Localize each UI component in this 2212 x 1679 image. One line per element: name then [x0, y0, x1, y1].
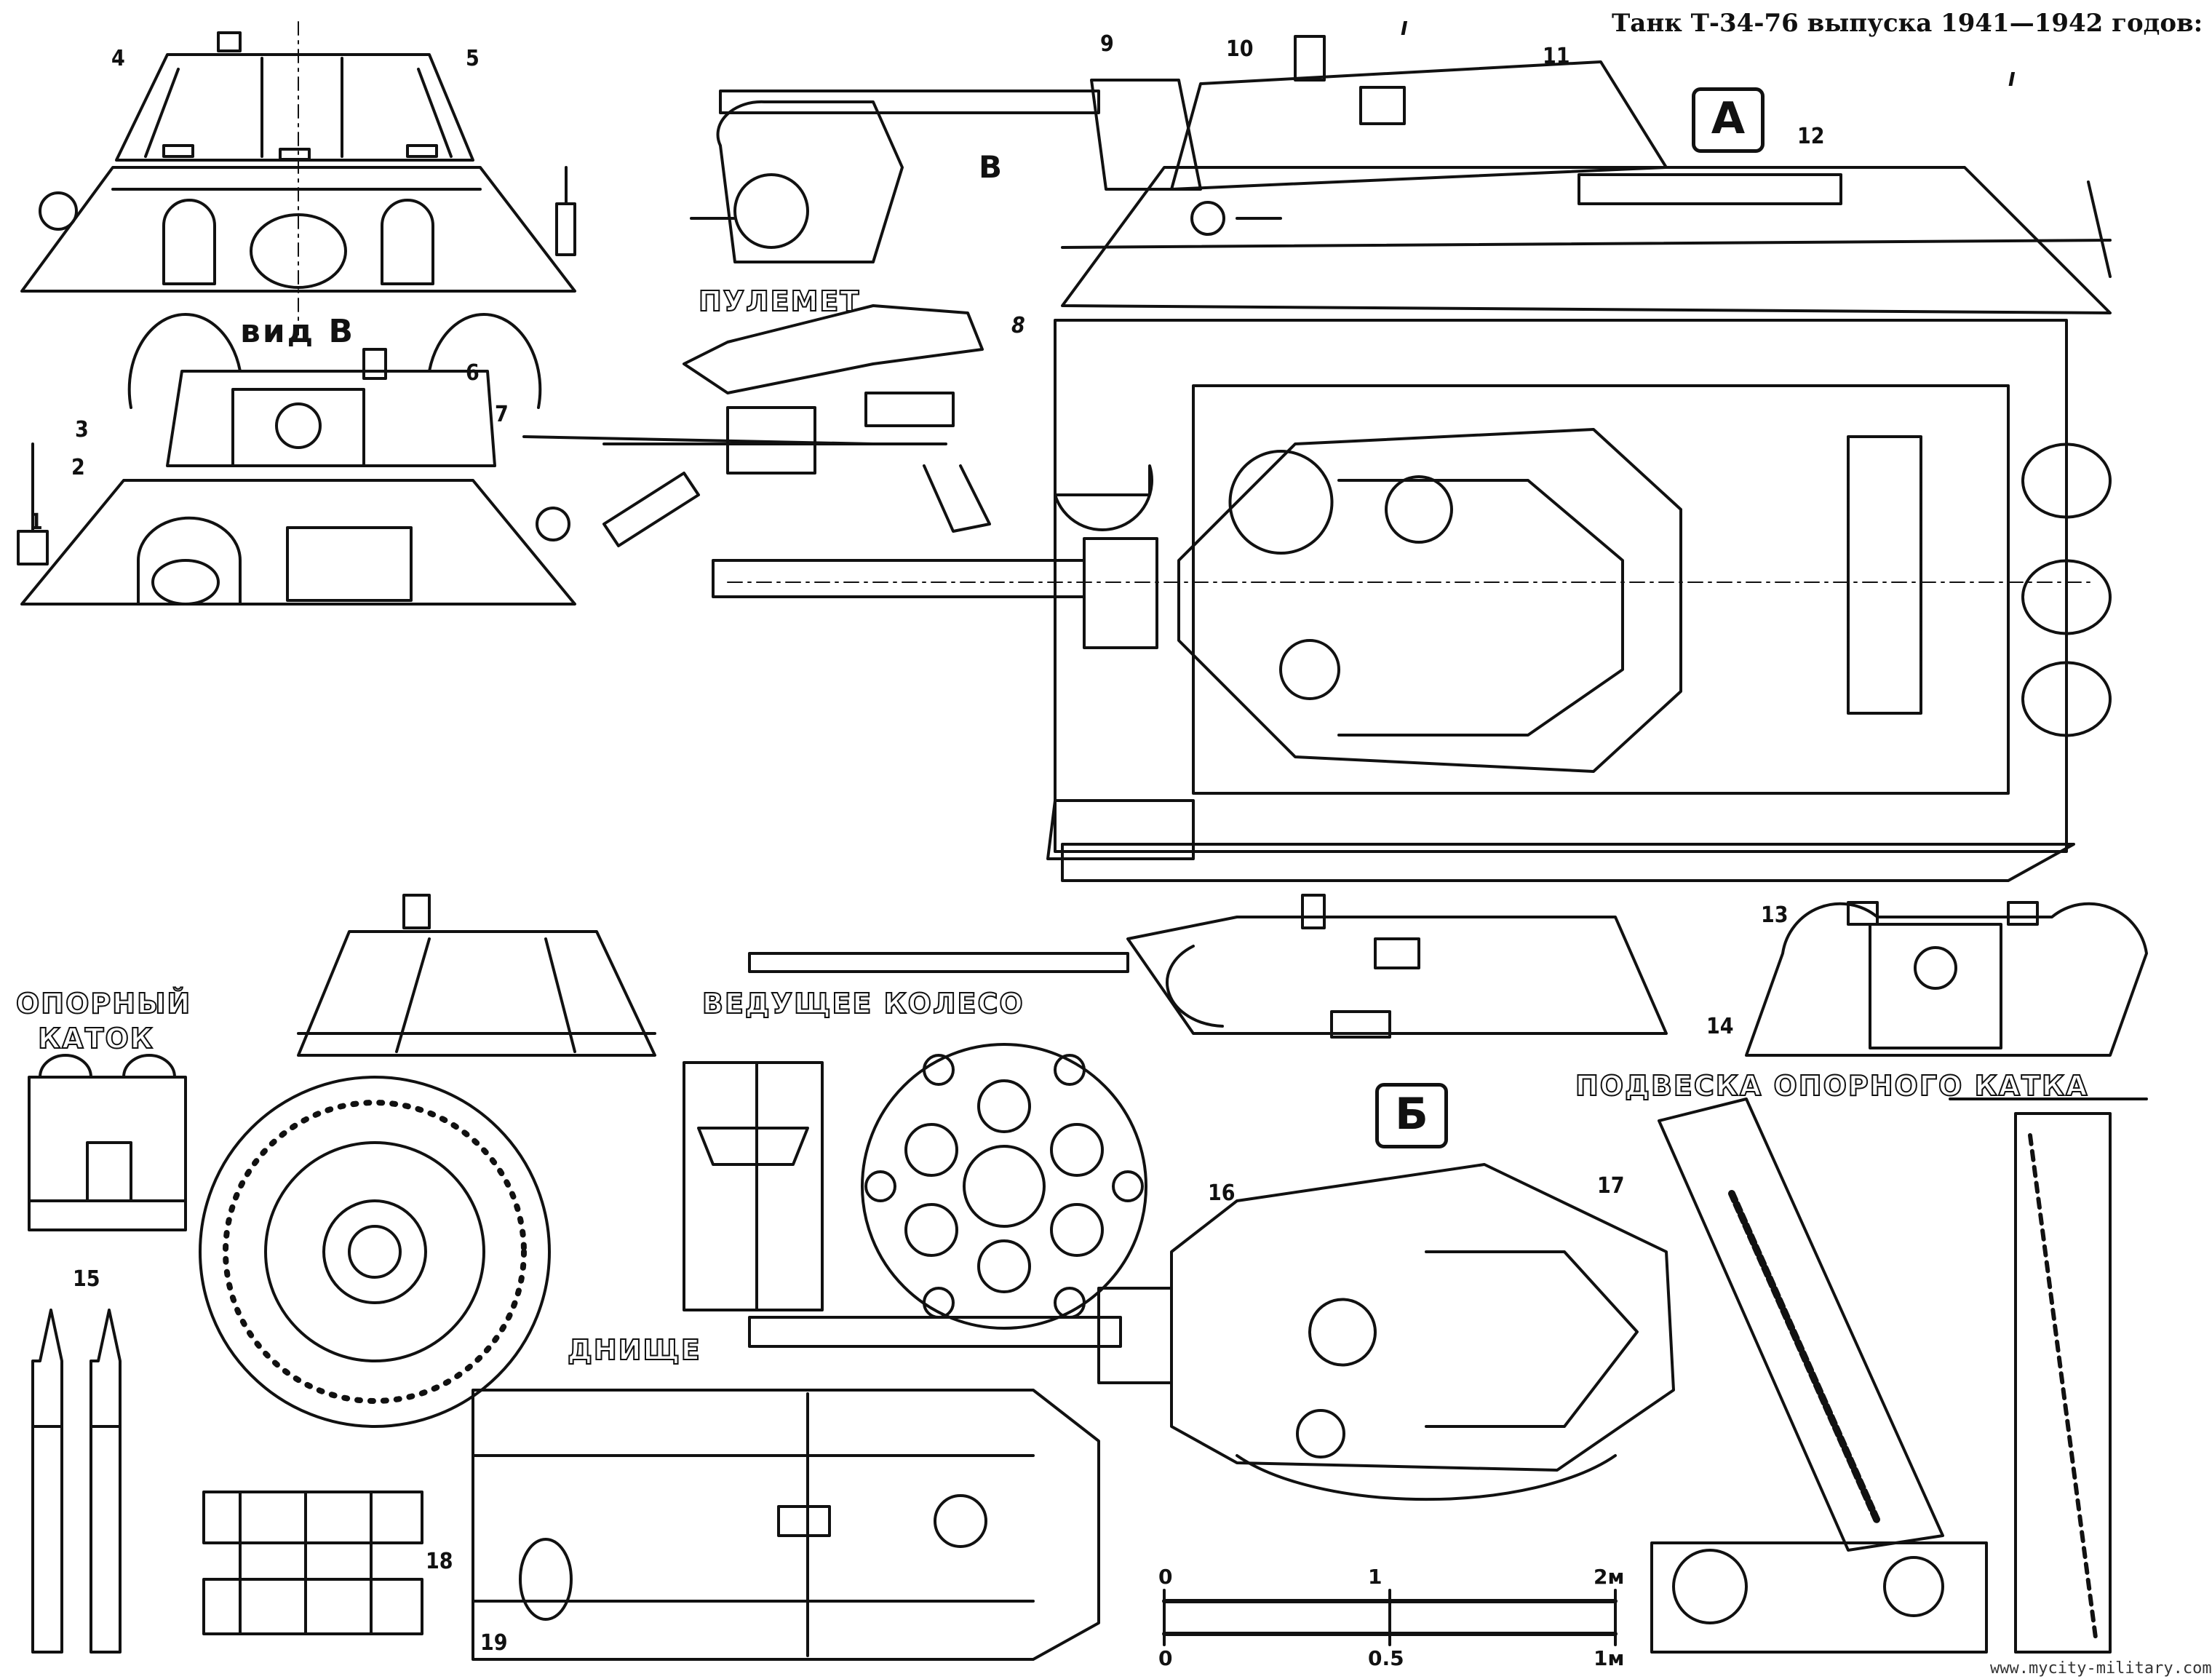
callout-1: 1 [29, 509, 43, 535]
callout-11: 11 [1543, 44, 1570, 69]
scale-bottom-1m: 1м [1594, 1646, 1625, 1670]
callout-4: 4 [111, 46, 125, 71]
callout-9: 9 [1100, 31, 1114, 57]
caption-drive-wheel: ВЕДУЩЕЕ КОЛЕСО [701, 987, 1025, 1020]
side-view-a [719, 35, 2112, 314]
caption-road-wheel: ОПОРНЫЙ КАТОК [15, 987, 192, 1055]
rear-view-turret-hull [17, 312, 576, 606]
callout-3: 3 [75, 417, 89, 442]
machine-gun-drawing [522, 100, 1154, 547]
caption-machine-gun: ПУЛЕМЕТ [698, 285, 861, 318]
turret-side-small [297, 894, 656, 1057]
hull-bottom [472, 1389, 1100, 1661]
blueprint-sheet: Танк Т-34-76 выпуска 1941—1942 годов: [15, 9, 2212, 1678]
view-letter-a: A [1692, 87, 1765, 153]
scale-bar [1162, 1589, 1618, 1646]
technical-drawings [17, 21, 2148, 1661]
callout-19: 19 [480, 1630, 508, 1656]
caption-suspension: ПОДВЕСКА ОПОРНОГО КАТКА [1575, 1069, 2089, 1103]
callout-17: 17 [1597, 1173, 1625, 1199]
callout-16: 16 [1208, 1180, 1236, 1206]
road-wheel-section [28, 1054, 187, 1231]
section-mark-i-detail: I [2008, 69, 2018, 91]
sheet-title: Танк Т-34-76 выпуска 1941—1942 годов: [1612, 9, 2203, 38]
callout-7: 7 [495, 402, 509, 427]
callout-6: 6 [466, 360, 480, 386]
view-letter-b: Б [1375, 1083, 1448, 1148]
callout-14: 14 [1706, 1014, 1734, 1039]
caption-bottom: ДНИЩЕ [567, 1333, 701, 1367]
callout-13: 13 [1761, 902, 1789, 928]
side-view-turret-b [748, 894, 1668, 1039]
scale-top-1: 1 [1368, 1565, 1382, 1589]
track-links [202, 1491, 423, 1635]
callout-2: 2 [71, 455, 85, 480]
artillery-rounds [31, 1309, 122, 1654]
suspension-drawing [1650, 1097, 2148, 1654]
scale-bottom-05: 0.5 [1368, 1646, 1404, 1670]
scale-top-0: 0 [1158, 1565, 1173, 1589]
scale-top-2m: 2м [1594, 1565, 1625, 1589]
callout-5: 5 [466, 46, 480, 71]
scale-bottom-0: 0 [1158, 1646, 1173, 1670]
road-wheel-disc [199, 1076, 551, 1428]
arrow-letter-v: В [979, 149, 1005, 185]
front-view-turret-hull [20, 21, 576, 336]
watermark: www.mycity-military.com [1990, 1659, 2212, 1678]
top-view-hull [712, 319, 2112, 882]
rear-turret-small [1745, 901, 2148, 1057]
callout-10: 10 [1226, 36, 1254, 62]
drive-wheel [683, 1043, 1147, 1330]
callout-18: 18 [426, 1549, 453, 1574]
callout-12: 12 [1797, 124, 1825, 149]
caption-view-b: вид В [240, 313, 356, 350]
callout-15: 15 [73, 1266, 100, 1292]
turret-top-b [748, 1163, 1675, 1501]
callout-8: 8 [1011, 313, 1025, 338]
section-mark-i: I [1401, 18, 1410, 40]
